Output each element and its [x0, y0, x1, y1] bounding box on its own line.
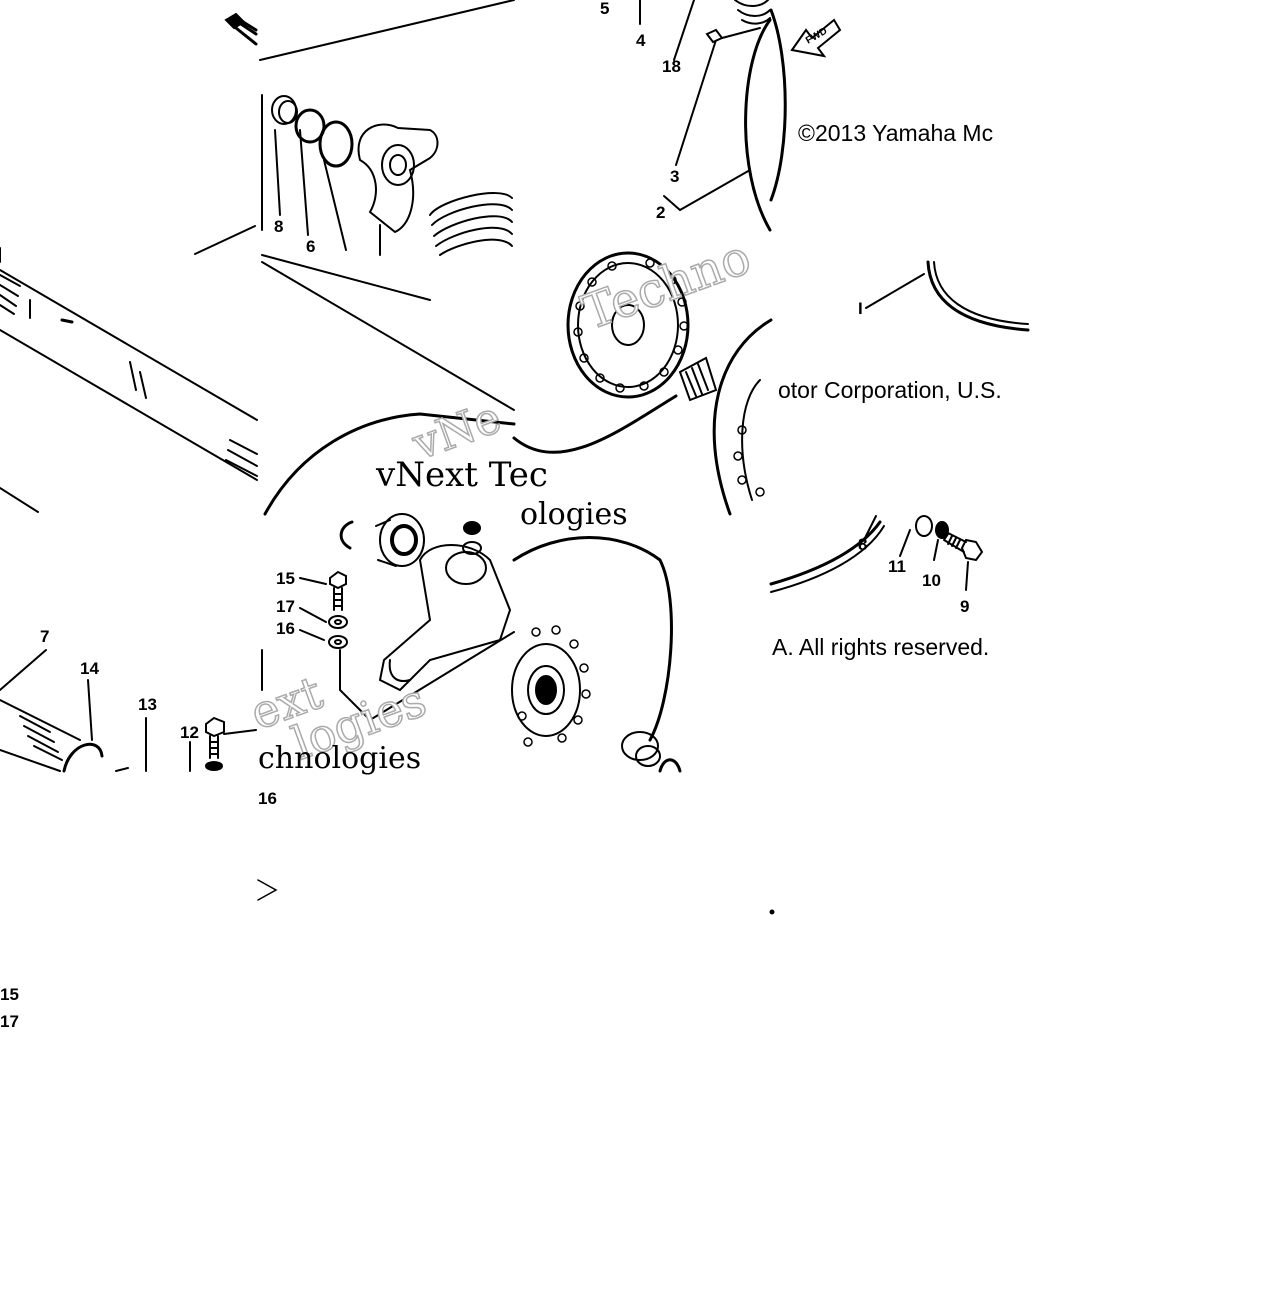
- washer-icon: [205, 761, 223, 771]
- callout-7: 7: [40, 627, 49, 646]
- callout-5: 5: [600, 0, 609, 18]
- callout-3: 3: [670, 167, 679, 186]
- drive-belt-icon: [926, 260, 1030, 332]
- callout-14: 14: [80, 659, 99, 678]
- bolt-icon: [943, 531, 984, 562]
- tile-bearing-bracket: ext logies chnologies: [243, 513, 515, 776]
- washer-icon: [462, 521, 482, 555]
- bearing-holder-icon: [357, 123, 439, 234]
- watermark-text: vNext Tec: [375, 455, 548, 495]
- callout-10: 10: [922, 571, 941, 590]
- copyright-line-3: A. All rights reserved.: [772, 634, 990, 660]
- callout-15b: 15: [0, 985, 19, 1004]
- callout-12: 12: [180, 723, 199, 742]
- tile-shaft-end: [0, 649, 257, 773]
- bolt-icon: [205, 716, 257, 759]
- bolt-icon: [329, 570, 347, 611]
- key-icon: [705, 28, 724, 44]
- callout-2: 2: [656, 203, 665, 222]
- o-ring-icon: [318, 120, 354, 168]
- callout-1: I: [858, 299, 863, 318]
- washer-icon: [915, 515, 949, 539]
- callout-16b: 16: [258, 789, 277, 808]
- callout-16a: 16: [276, 619, 295, 638]
- callout-6: 6: [306, 237, 315, 256]
- watermark-text: ologies: [520, 497, 628, 532]
- tile-housing-top: [259, 0, 515, 301]
- seal-ring-icon: [271, 95, 298, 125]
- callout-17b: 17: [0, 1012, 19, 1031]
- copyright-line-2: otor Corporation, U.S.: [778, 377, 1002, 403]
- sheave-face-icon: [511, 625, 591, 747]
- callout-8a: 8: [274, 217, 283, 236]
- tile-drive-plate: Techno ologies: [512, 228, 773, 532]
- callout-15a: 15: [276, 569, 295, 588]
- tile-fwd: [769, 8, 842, 202]
- callout-13: 13: [138, 695, 157, 714]
- callout-17a: 17: [276, 597, 295, 616]
- callout-11: 11: [888, 557, 906, 576]
- bearing-icon: [375, 513, 425, 567]
- tile-sheave-top: [639, 0, 772, 232]
- drive-shaft-icon: [0, 269, 258, 481]
- tile-shaft: [0, 225, 258, 513]
- callout-18: 18: [662, 57, 681, 76]
- fwd-arrow-icon: [790, 18, 842, 58]
- callout-9: 9: [960, 597, 969, 616]
- spline-shaft-icon: [0, 699, 81, 772]
- watermark-text: chnologies: [258, 741, 421, 776]
- callout-8b: 8: [858, 535, 867, 554]
- spline-hub-icon: [678, 356, 718, 402]
- washer-icon: [328, 615, 348, 649]
- snap-ring-icon: [294, 108, 326, 144]
- tile-sheave-face: [511, 536, 682, 773]
- callout-4: 4: [636, 31, 646, 50]
- bolt-icon: [224, 12, 258, 46]
- watermark-text: Techno: [575, 229, 758, 341]
- spring-icon: [734, 0, 771, 25]
- circlip-icon: [62, 742, 104, 773]
- tile-bottom-right: [769, 909, 775, 915]
- fwd-label: FWD: [804, 26, 829, 47]
- pressure-plate-icon: [566, 251, 690, 399]
- copyright-line-1: ©2013 Yamaha Mc: [798, 120, 994, 146]
- tile-bolt-assembly: [769, 515, 984, 593]
- tile-top-left: [224, 12, 258, 46]
- tile-bottom-mid: [257, 879, 278, 901]
- tile-belt: [865, 260, 1030, 332]
- tile-driven-sheave: vNext Tec vNe: [261, 261, 548, 516]
- spring-icon: [429, 192, 513, 256]
- collar-icon: [621, 731, 682, 773]
